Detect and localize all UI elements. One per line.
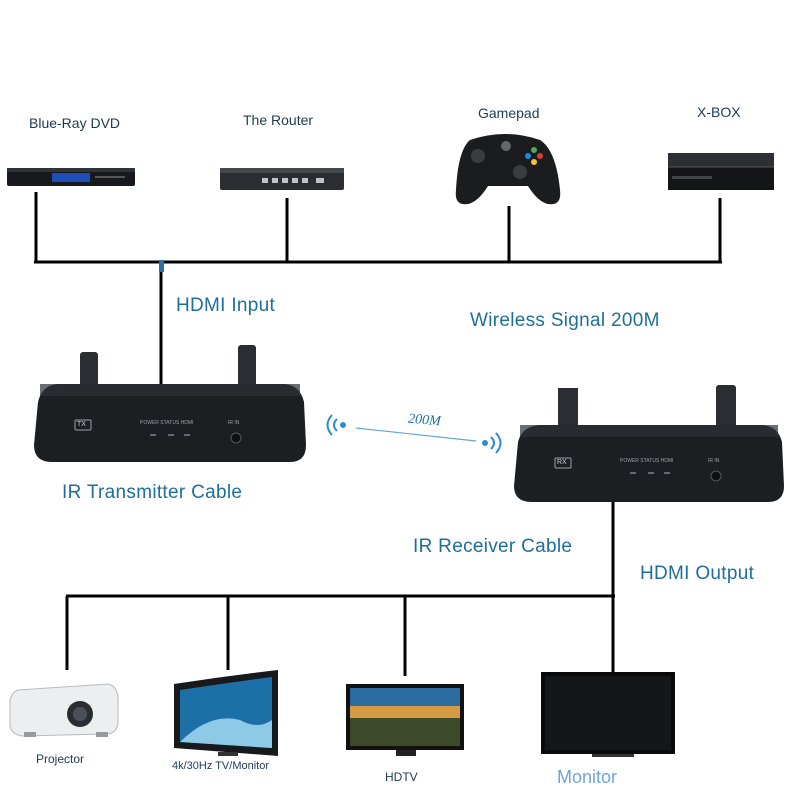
rx-led-labels: POWER STATUS HDMI [620,458,674,464]
receiver-device [514,385,784,502]
wireless-wave-right-icon [482,432,502,454]
hdmi-output-label: HDMI Output [640,563,755,584]
ir-in-port [710,470,722,482]
link-speed-label: 200M [407,411,442,430]
xbox-console-icon [668,153,774,190]
monitor-label: Monitor [557,767,618,787]
hdmi-input-connector [159,260,164,272]
tv-monitor-label: 4k/30Hz TV/Monitor [172,760,270,772]
rx-ir-label: IR IN [708,458,720,464]
wireless-signal-label: Wireless Signal 200M [470,310,660,331]
bluray-label: Blue-Ray DVD [29,115,121,131]
bluray-player-icon [7,168,135,186]
xbox-label: X-BOX [697,104,741,120]
antenna-right [716,385,736,437]
curved-tv-icon [174,670,278,756]
gamepad-label: Gamepad [478,105,540,121]
tx-badge: TX [77,421,86,428]
antenna-left [558,388,578,436]
bottom-bus-wiring [65,502,615,676]
hdmi-input-label: HDMI Input [176,295,276,316]
hdtv-label: HDTV [385,770,418,784]
hdtv-icon [346,684,464,756]
transmitter-device [34,345,306,462]
rx-badge: RX [557,459,567,466]
router-label: The Router [243,112,314,128]
monitor-icon [541,672,675,757]
gamepad-icon [455,134,561,205]
ir-in-port [230,432,242,444]
router-icon [220,168,344,190]
wireless-wave-left-icon [326,414,346,436]
tx-ir-label: IR IN [228,420,240,426]
tx-led-labels: POWER STATUS HDMI [140,420,194,426]
ir-transmitter-label: IR Transmitter Cable [62,482,243,503]
projector-icon [9,683,119,737]
ir-receiver-label: IR Receiver Cable [413,536,573,557]
wireless-link-line [355,427,477,442]
projector-label: Projector [36,752,85,766]
top-bus-wiring [34,192,722,385]
antenna-right [238,345,256,395]
